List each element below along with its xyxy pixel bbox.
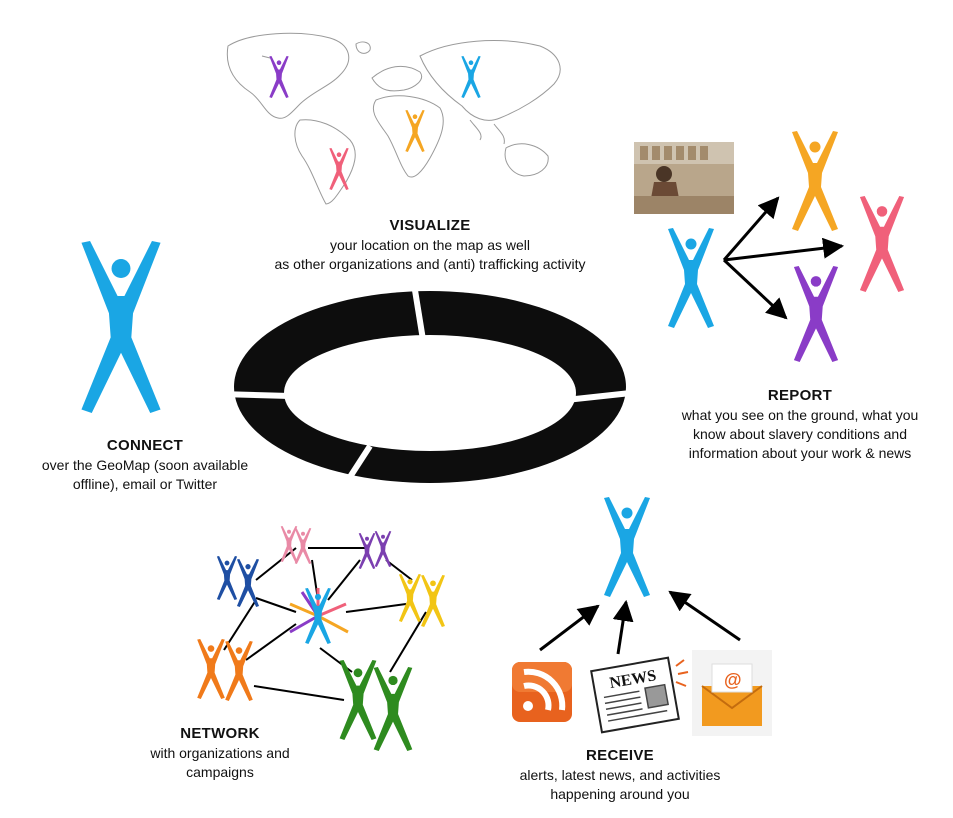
network-figures-purple	[358, 531, 392, 569]
network-figures-blue	[216, 556, 260, 607]
visualize-label: VISUALIZE your location on the map as we…	[200, 216, 660, 274]
report-desc-line2: know about slavery conditions and	[692, 426, 908, 442]
map-figure-orange	[405, 110, 425, 152]
report-label: REPORT what you see on the ground, what …	[640, 386, 953, 463]
email-icon: @	[692, 650, 772, 736]
receive-figure	[604, 497, 650, 597]
cycle-ring	[219, 283, 641, 483]
map-figure-pink	[329, 148, 349, 190]
receive-label: RECEIVE alerts, latest news, and activit…	[470, 746, 770, 804]
visualize-desc-line1: your location on the map as well	[330, 237, 530, 253]
map-figure-purple	[269, 56, 289, 98]
email-at-symbol: @	[724, 670, 742, 690]
rss-icon	[512, 662, 572, 722]
report-figure-orange	[792, 131, 838, 231]
newspaper-icon: NEWS	[590, 656, 689, 734]
network-label: NETWORK with organizations and campaigns	[120, 724, 320, 782]
visualize-title: VISUALIZE	[389, 217, 471, 234]
network-figures-pink	[280, 526, 312, 564]
network-center-figure	[305, 588, 331, 644]
report-title: REPORT	[767, 387, 833, 404]
connect-desc-line2: offline), email or Twitter	[72, 476, 218, 492]
report-photo	[634, 142, 734, 214]
network-desc-line2: campaigns	[186, 764, 254, 780]
map-figure-blue	[461, 56, 481, 98]
world-map	[226, 32, 561, 205]
report-desc-line3: information about your work & news	[688, 445, 912, 461]
report-desc-line1: what you see on the ground, what you	[681, 407, 919, 423]
receive-desc-line1: alerts, latest news, and activities	[519, 767, 721, 783]
network-figures-green	[339, 660, 413, 751]
receive-arrows	[539, 590, 741, 655]
connect-figure	[81, 241, 161, 413]
connect-label: CONNECT over the GeoMap (soon available …	[0, 436, 290, 494]
connect-desc-line1: over the GeoMap (soon available	[41, 457, 249, 473]
report-arrows	[722, 196, 845, 320]
receive-desc-line2: happening around you	[550, 786, 690, 802]
network-title: NETWORK	[180, 725, 260, 742]
visualize-desc-line2: as other organizations and (anti) traffi…	[274, 256, 586, 272]
report-figure-blue	[668, 228, 714, 328]
connect-title: CONNECT	[106, 437, 184, 454]
report-figure-pink	[859, 196, 905, 292]
receive-title: RECEIVE	[586, 747, 654, 764]
network-lines	[223, 547, 427, 701]
network-desc-line1: with organizations and	[150, 745, 290, 761]
network-center-starburst	[289, 588, 349, 634]
report-figure-purple	[793, 266, 839, 362]
